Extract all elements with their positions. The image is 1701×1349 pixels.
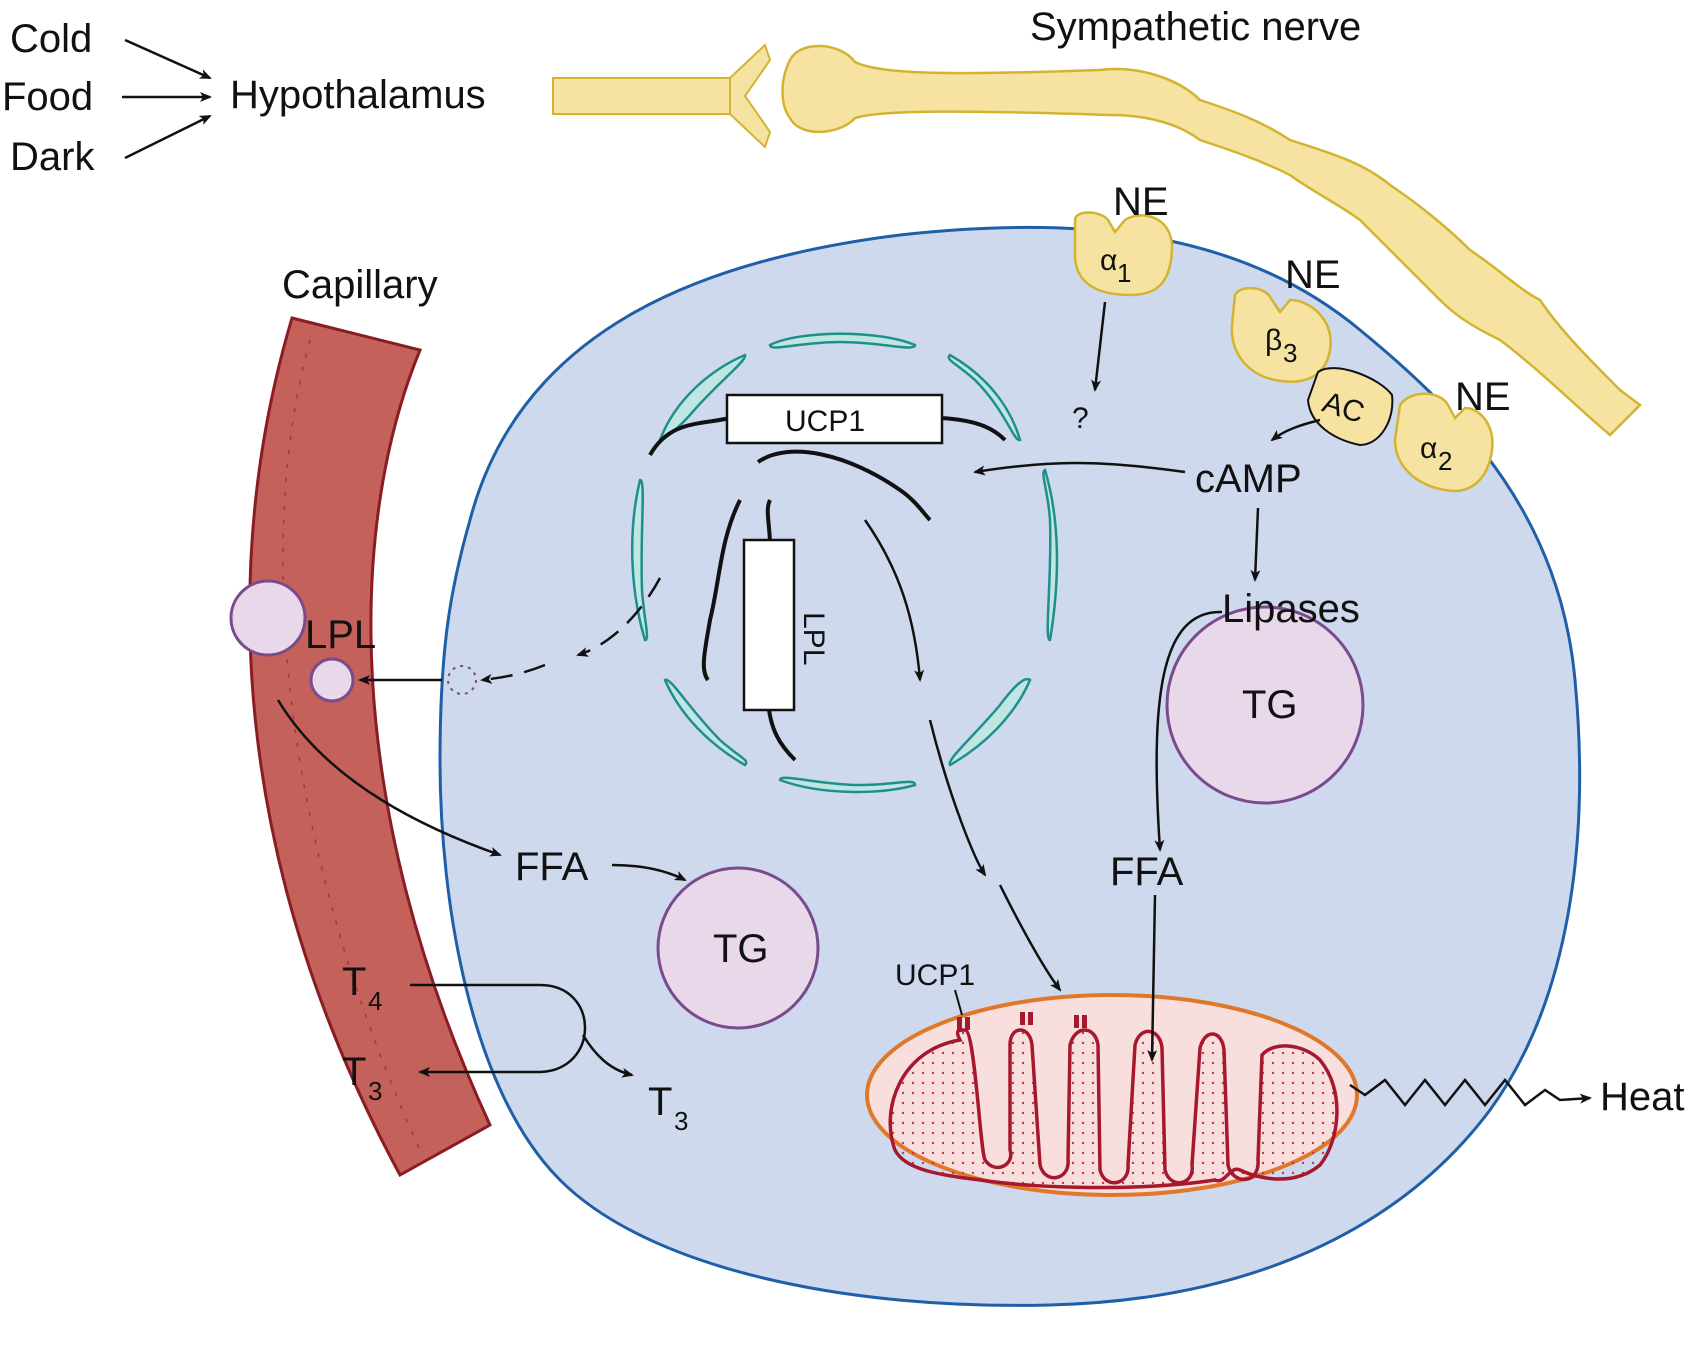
- svg-text:UCP1: UCP1: [785, 405, 865, 438]
- sympathetic-nerve: [552, 43, 1642, 437]
- ucp1-to-mito-arrow: [928, 719, 987, 877]
- svg-text:β: β: [1265, 324, 1282, 357]
- svg-text:α: α: [1420, 432, 1437, 465]
- sympathetic-nerve-label: Sympathetic nerve: [1030, 5, 1361, 49]
- dark-arrow: [124, 114, 212, 160]
- svg-text:TG: TG: [713, 927, 769, 971]
- lpl-label: LPL: [305, 613, 376, 657]
- lpl-vesicles: [229, 579, 477, 703]
- svg-text:T: T: [648, 1080, 672, 1124]
- ne-label-beta3: NE: [1285, 253, 1341, 297]
- svg-text:TG: TG: [1242, 683, 1298, 727]
- t3-label-cell: T 3: [648, 1080, 688, 1136]
- ffa-label-right: FFA: [1110, 850, 1184, 894]
- ffa-tg-arrow: [611, 863, 687, 882]
- t4-t3-conversion: [410, 983, 587, 1077]
- svg-text:T: T: [342, 960, 366, 1004]
- stimulus-cold: Cold: [10, 17, 92, 61]
- stimulus-food: Food: [2, 75, 93, 119]
- lpl-secretion-arrow: [576, 577, 662, 657]
- svg-text:T: T: [342, 1050, 366, 1094]
- lipases-label: Lipases: [1222, 587, 1360, 631]
- heat-label: Heat: [1600, 1075, 1685, 1119]
- capillary-label: Capillary: [282, 263, 438, 307]
- ucp1-mito-label: UCP1: [895, 959, 975, 992]
- ucp1-gene: UCP1: [725, 393, 944, 445]
- svg-text:3: 3: [1283, 338, 1297, 368]
- ffa-mito-arrow: [1147, 894, 1158, 1062]
- t3-into-cell-arrow: [581, 1034, 634, 1078]
- cold-arrow: [124, 38, 212, 80]
- svg-text:LPL: LPL: [797, 612, 830, 665]
- capillary: [248, 316, 492, 1178]
- heat-arrow: [1349, 1077, 1592, 1108]
- camp-nucleus-arrow: [973, 461, 1186, 476]
- ne-label-alpha2: NE: [1455, 375, 1511, 419]
- t3-label-capillary: T 3: [342, 1050, 382, 1106]
- ucp1-pointer: [954, 989, 963, 1016]
- lpl-gene: LPL: [742, 538, 830, 712]
- svg-text:2: 2: [1438, 446, 1452, 476]
- svg-text:α: α: [1100, 244, 1117, 277]
- alpha1-question-arrow: [1091, 301, 1107, 392]
- tg-droplet-left: TG: [656, 866, 820, 1030]
- lpl-to-capillary-arrow-1: [480, 663, 546, 684]
- ucp1-to-mito-arrow-2: [998, 884, 1062, 992]
- nucleus: [630, 332, 1059, 794]
- ffa-label-left: FFA: [515, 845, 589, 889]
- svg-text:1: 1: [1117, 258, 1131, 288]
- svg-text:4: 4: [368, 986, 382, 1016]
- alpha2-receptor: α 2: [1393, 392, 1494, 493]
- mitochondrion: [865, 993, 1359, 1197]
- tg-droplet-right: TG: [1165, 605, 1365, 805]
- hypothalamus-label: Hypothalamus: [230, 73, 486, 117]
- ucp1-expression-arrow: [863, 519, 925, 682]
- camp-lipases-arrow: [1250, 507, 1261, 582]
- camp-label: cAMP: [1195, 457, 1302, 501]
- svg-text:3: 3: [674, 1106, 688, 1136]
- dna-strands: [648, 416, 1007, 762]
- ac-camp-arrow: [1270, 418, 1321, 442]
- lpl-ffa-arrow: [276, 699, 502, 857]
- adenylate-cyclase: AC: [1306, 367, 1394, 447]
- unknown-pathway: ?: [1072, 402, 1089, 435]
- beta3-receptor: β 3: [1230, 286, 1332, 383]
- stimulus-dark: Dark: [10, 135, 95, 179]
- t4-label: T 4: [342, 960, 382, 1016]
- alpha1-receptor: α 1: [1073, 211, 1174, 297]
- lipases-ffa-arrow: [1154, 610, 1223, 852]
- ne-label-alpha1: NE: [1113, 180, 1169, 224]
- svg-text:3: 3: [368, 1076, 382, 1106]
